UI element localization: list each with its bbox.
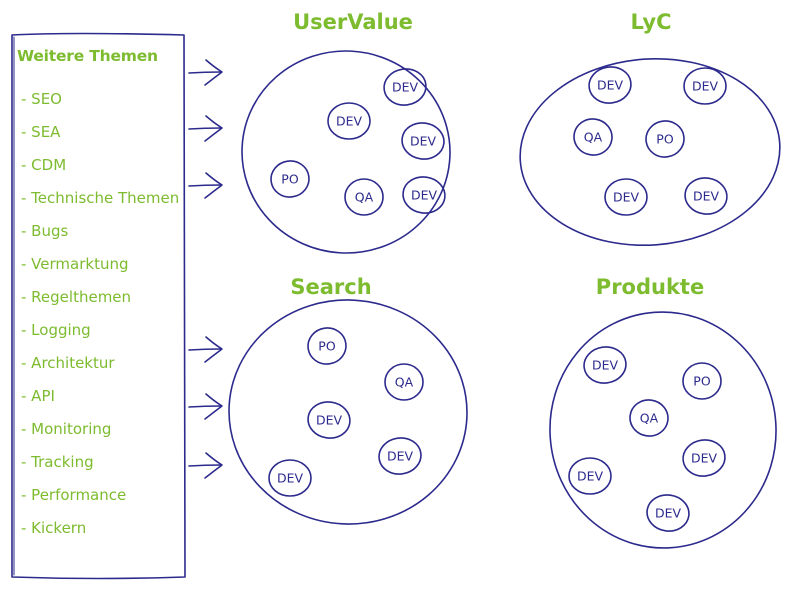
team-circle-search <box>228 299 468 525</box>
topic-item: - CDM <box>21 156 67 174</box>
member-label: DEV <box>336 114 363 129</box>
member-bubble-po: PO <box>270 160 310 198</box>
member-label: DEV <box>592 358 619 373</box>
member-label: DEV <box>655 506 682 521</box>
member-bubble-dev: DEV <box>383 68 427 106</box>
team-circle-lyc <box>519 57 781 247</box>
member-label: PO <box>281 172 299 187</box>
topic-item: - Regelthemen <box>21 288 132 306</box>
arrows <box>188 59 223 479</box>
member-bubble-dev: DEV <box>568 457 612 495</box>
member-bubble-dev: DEV <box>646 494 690 532</box>
topic-item: - SEA <box>21 123 61 141</box>
member-bubble-dev: DEV <box>327 102 371 140</box>
member-bubble-dev: DEV <box>307 401 351 439</box>
member-label: QA <box>355 190 374 205</box>
member-label: DEV <box>577 469 604 484</box>
topic-item: - Performance <box>21 486 127 504</box>
member-label: DEV <box>277 471 304 486</box>
team-title-search: Search <box>290 275 372 299</box>
team-circles <box>228 50 781 549</box>
member-bubble-po: PO <box>682 362 722 400</box>
member-bubble-qa: QA <box>344 178 384 216</box>
member-label: DEV <box>316 413 343 428</box>
topic-item: - Kickern <box>21 519 87 537</box>
topics-heading: Weitere Themen <box>17 47 158 65</box>
member-bubble-po: PO <box>307 327 347 365</box>
member-label: DEV <box>410 134 437 149</box>
member-label: PO <box>318 339 336 354</box>
members: DEV DEV DEV PO QA DEV DEV DEV QA PO DEV DEV PO QA DEV D… <box>268 66 728 532</box>
topic-item: - Technische Themen <box>21 189 180 207</box>
member-label: DEV <box>411 188 438 203</box>
member-bubble-dev: DEV <box>268 459 312 497</box>
member-bubble-dev: DEV <box>401 122 445 160</box>
team-circle-uservalue <box>241 50 451 254</box>
topic-item: - Tracking <box>21 453 94 471</box>
arrow-icon <box>188 336 223 363</box>
member-label: DEV <box>387 449 414 464</box>
topics-box <box>11 32 186 580</box>
member-label: QA <box>640 411 659 426</box>
topics-list: - SEO - SEA - CDM - Technische Themen - … <box>21 88 179 550</box>
member-label: DEV <box>613 190 640 205</box>
topic-item: - Logging <box>21 321 91 339</box>
arrow-icon <box>188 393 223 420</box>
member-label: DEV <box>692 79 719 94</box>
topic-item: - Monitoring <box>21 420 112 438</box>
topic-item: - Architektur <box>21 354 115 372</box>
member-label: DEV <box>597 78 624 93</box>
member-bubble-dev: DEV <box>684 177 728 215</box>
member-bubble-dev: DEV <box>402 176 446 214</box>
member-label: DEV <box>693 189 720 204</box>
member-label: PO <box>656 132 674 147</box>
arrow-icon <box>188 172 223 199</box>
team-title-lyc: LyC <box>630 10 672 34</box>
member-bubble-qa: QA <box>384 363 424 401</box>
member-bubble-dev: DEV <box>378 437 422 475</box>
member-bubble-dev: DEV <box>683 67 727 105</box>
topic-item: - API <box>21 387 55 405</box>
member-label: DEV <box>392 80 419 95</box>
member-bubble-qa: QA <box>629 399 669 437</box>
member-bubble-qa: QA <box>573 118 613 156</box>
topic-item: - SEO <box>21 90 62 108</box>
arrow-icon <box>188 115 223 142</box>
member-bubble-dev: DEV <box>588 66 632 104</box>
member-bubble-po: PO <box>645 120 685 158</box>
team-title-uservalue: UserValue <box>293 10 413 34</box>
team-title-produkte: Produkte <box>595 275 705 299</box>
arrow-icon <box>188 59 223 86</box>
member-label: QA <box>395 375 414 390</box>
member-bubble-dev: DEV <box>604 178 648 216</box>
member-label: DEV <box>691 451 718 466</box>
member-bubble-dev: DEV <box>682 439 726 477</box>
arrow-icon <box>188 452 223 479</box>
member-label: PO <box>693 374 711 389</box>
team-circle-produkte <box>549 311 777 549</box>
member-bubble-dev: DEV <box>583 346 627 384</box>
member-label: QA <box>584 130 603 145</box>
topic-item: - Bugs <box>21 222 69 240</box>
topic-item: - Vermarktung <box>21 255 129 273</box>
